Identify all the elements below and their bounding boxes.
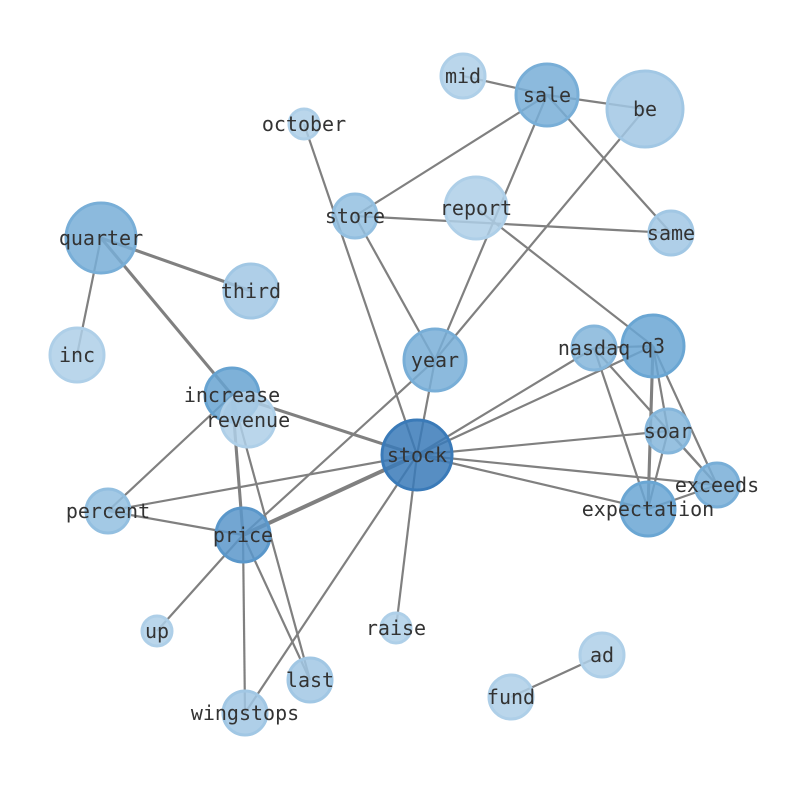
node-report[interactable] [443, 175, 509, 241]
edge-stock-expectation [416, 453, 649, 511]
edge-stock-percent [107, 453, 418, 513]
node-label-revenue: revenue [206, 408, 290, 432]
edge-report-q3 [475, 207, 654, 347]
node-raise[interactable] [379, 611, 413, 645]
node-be[interactable] [605, 69, 685, 149]
node-label-be: be [633, 97, 657, 121]
node-label-nasdaq: nasdaq [558, 336, 630, 360]
node-nasdaq[interactable] [570, 324, 618, 372]
node-fund[interactable] [487, 673, 535, 721]
node-label-q3: q3 [641, 334, 665, 358]
edge-stock-soar [416, 429, 669, 457]
node-exceeds[interactable] [693, 461, 741, 509]
edge-year-price [242, 359, 436, 536]
node-label-october: october [262, 112, 346, 136]
node-label-sale: sale [523, 83, 571, 107]
edge-be-year [434, 108, 646, 361]
node-soar[interactable] [644, 407, 692, 455]
node-ad[interactable] [578, 631, 626, 679]
node-label-last: last [286, 668, 334, 692]
node-up[interactable] [140, 614, 174, 648]
node-label-up: up [145, 619, 169, 643]
node-mid[interactable] [439, 52, 487, 100]
node-label-fund: fund [487, 685, 535, 709]
node-label-same: same [647, 221, 695, 245]
node-label-soar: soar [644, 419, 692, 443]
node-label-exceeds: exceeds [675, 473, 759, 497]
node-label-wingstops: wingstops [191, 701, 299, 725]
node-label-raise: raise [366, 616, 426, 640]
node-store[interactable] [331, 192, 379, 240]
edge-stock-q3 [416, 345, 654, 456]
node-sale[interactable] [514, 62, 580, 128]
node-stock[interactable] [380, 418, 454, 492]
edge-october-stock [302, 123, 419, 456]
node-label-quarter: quarter [59, 226, 143, 250]
node-label-mid: mid [445, 64, 481, 88]
edge-price-wingstops [241, 534, 247, 714]
node-expectation[interactable] [619, 480, 677, 538]
edge-stock-exceeds [416, 453, 718, 487]
node-label-percent: percent [66, 499, 150, 523]
nodes-layer [48, 52, 741, 737]
node-label-report: report [440, 196, 512, 220]
labels-layer: mid sale be october store report same quarter th… [59, 64, 759, 725]
node-label-ad: ad [590, 643, 614, 667]
node-percent[interactable] [84, 487, 132, 535]
node-wingstops[interactable] [221, 689, 269, 737]
node-last[interactable] [286, 656, 334, 704]
node-label-increase: increase [184, 383, 280, 407]
node-inc[interactable] [48, 326, 106, 384]
node-price[interactable] [214, 506, 272, 564]
node-october[interactable] [287, 107, 321, 141]
node-year[interactable] [402, 327, 468, 393]
node-label-store: store [325, 204, 385, 228]
node-label-third: third [221, 279, 281, 303]
edge-stock-wingstops [244, 454, 418, 714]
node-label-inc: inc [59, 343, 95, 367]
node-same[interactable] [647, 209, 695, 257]
node-label-price: price [213, 523, 273, 547]
edge-store-same [354, 214, 672, 235]
node-q3[interactable] [620, 313, 686, 379]
node-quarter[interactable] [64, 201, 138, 275]
node-label-expectation: expectation [582, 497, 714, 521]
node-label-year: year [411, 348, 459, 372]
node-revenue[interactable] [219, 391, 277, 449]
edge-sale-store [354, 94, 548, 217]
node-label-stock: stock [387, 443, 447, 467]
node-third[interactable] [222, 262, 280, 320]
